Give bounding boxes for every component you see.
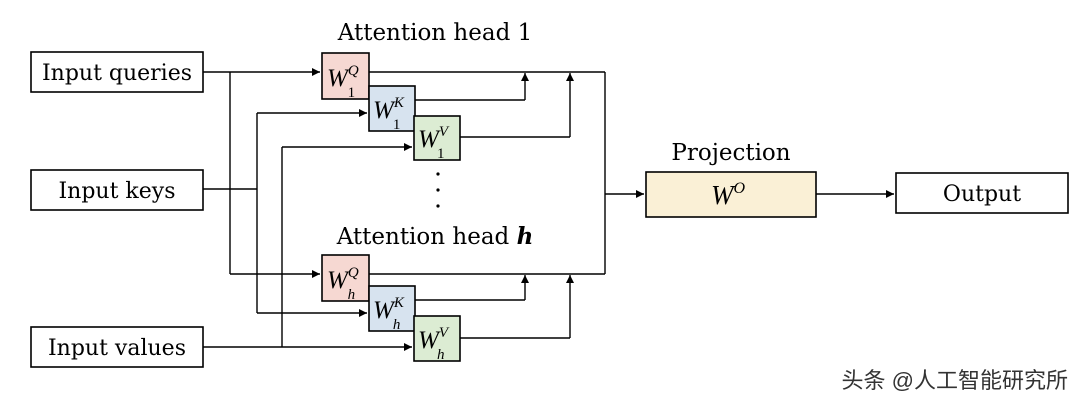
wqh-sub: h [348,287,356,303]
svg-text:WK1: WK 1 [373,95,405,133]
svg-text:WVh: WVh [418,325,450,363]
head-1-value-weight: WV 1 [413,115,461,162]
head-1-query-weight: WQ 1 [321,52,370,101]
output-label: Output [943,182,1021,207]
input-values-node: Input values [30,326,204,368]
input-keys-node: Input keys [30,169,204,211]
projection-title: Projection [671,140,790,166]
svg-text:WO: WO [711,180,746,210]
wvh-sub: h [437,347,445,363]
wkh-sup: K [393,295,405,311]
wires [203,68,894,351]
wqh-letter: W [327,267,350,294]
svg-text:WKh: WKh [373,295,405,333]
wk1-sup: K [393,95,405,111]
wvh-sup: V [439,325,450,341]
input-queries-node: Input queries [30,51,204,93]
wq1-sub: 1 [348,85,356,101]
output-node: Output [895,172,1069,214]
wkh-letter: W [373,297,396,324]
head-1-key-weight: WK 1 [368,85,416,133]
wq1-letter: W [327,65,350,92]
ellipsis-dots [436,172,440,208]
input-values-label: Input values [48,336,186,361]
input-queries-label: Input queries [42,61,192,86]
watermark-text: 头条 @人工智能研究所 [842,368,1068,393]
wqh-sup: Q [348,265,359,281]
wv1-letter: W [418,126,441,153]
svg-text:WQh: WQh [327,265,359,303]
projection-weight: WO [645,171,817,218]
wo-sup: O [734,180,746,197]
head-h-title: Attention head h [336,223,534,250]
head-1-title: Attention head 1 [337,20,533,46]
svg-text:WQ1: WQ 1 [327,63,359,101]
input-keys-label: Input keys [58,179,175,204]
wkh-sub: h [393,317,401,333]
wk1-letter: W [373,97,396,124]
wk1-sub: 1 [393,117,401,133]
wvh-letter: W [418,327,441,354]
wv1-sub: 1 [437,146,445,162]
wo-letter: W [711,180,736,210]
wq1-sup: Q [348,63,359,79]
svg-text:WV1: WV 1 [418,124,450,162]
wv1-sup: V [439,124,450,140]
